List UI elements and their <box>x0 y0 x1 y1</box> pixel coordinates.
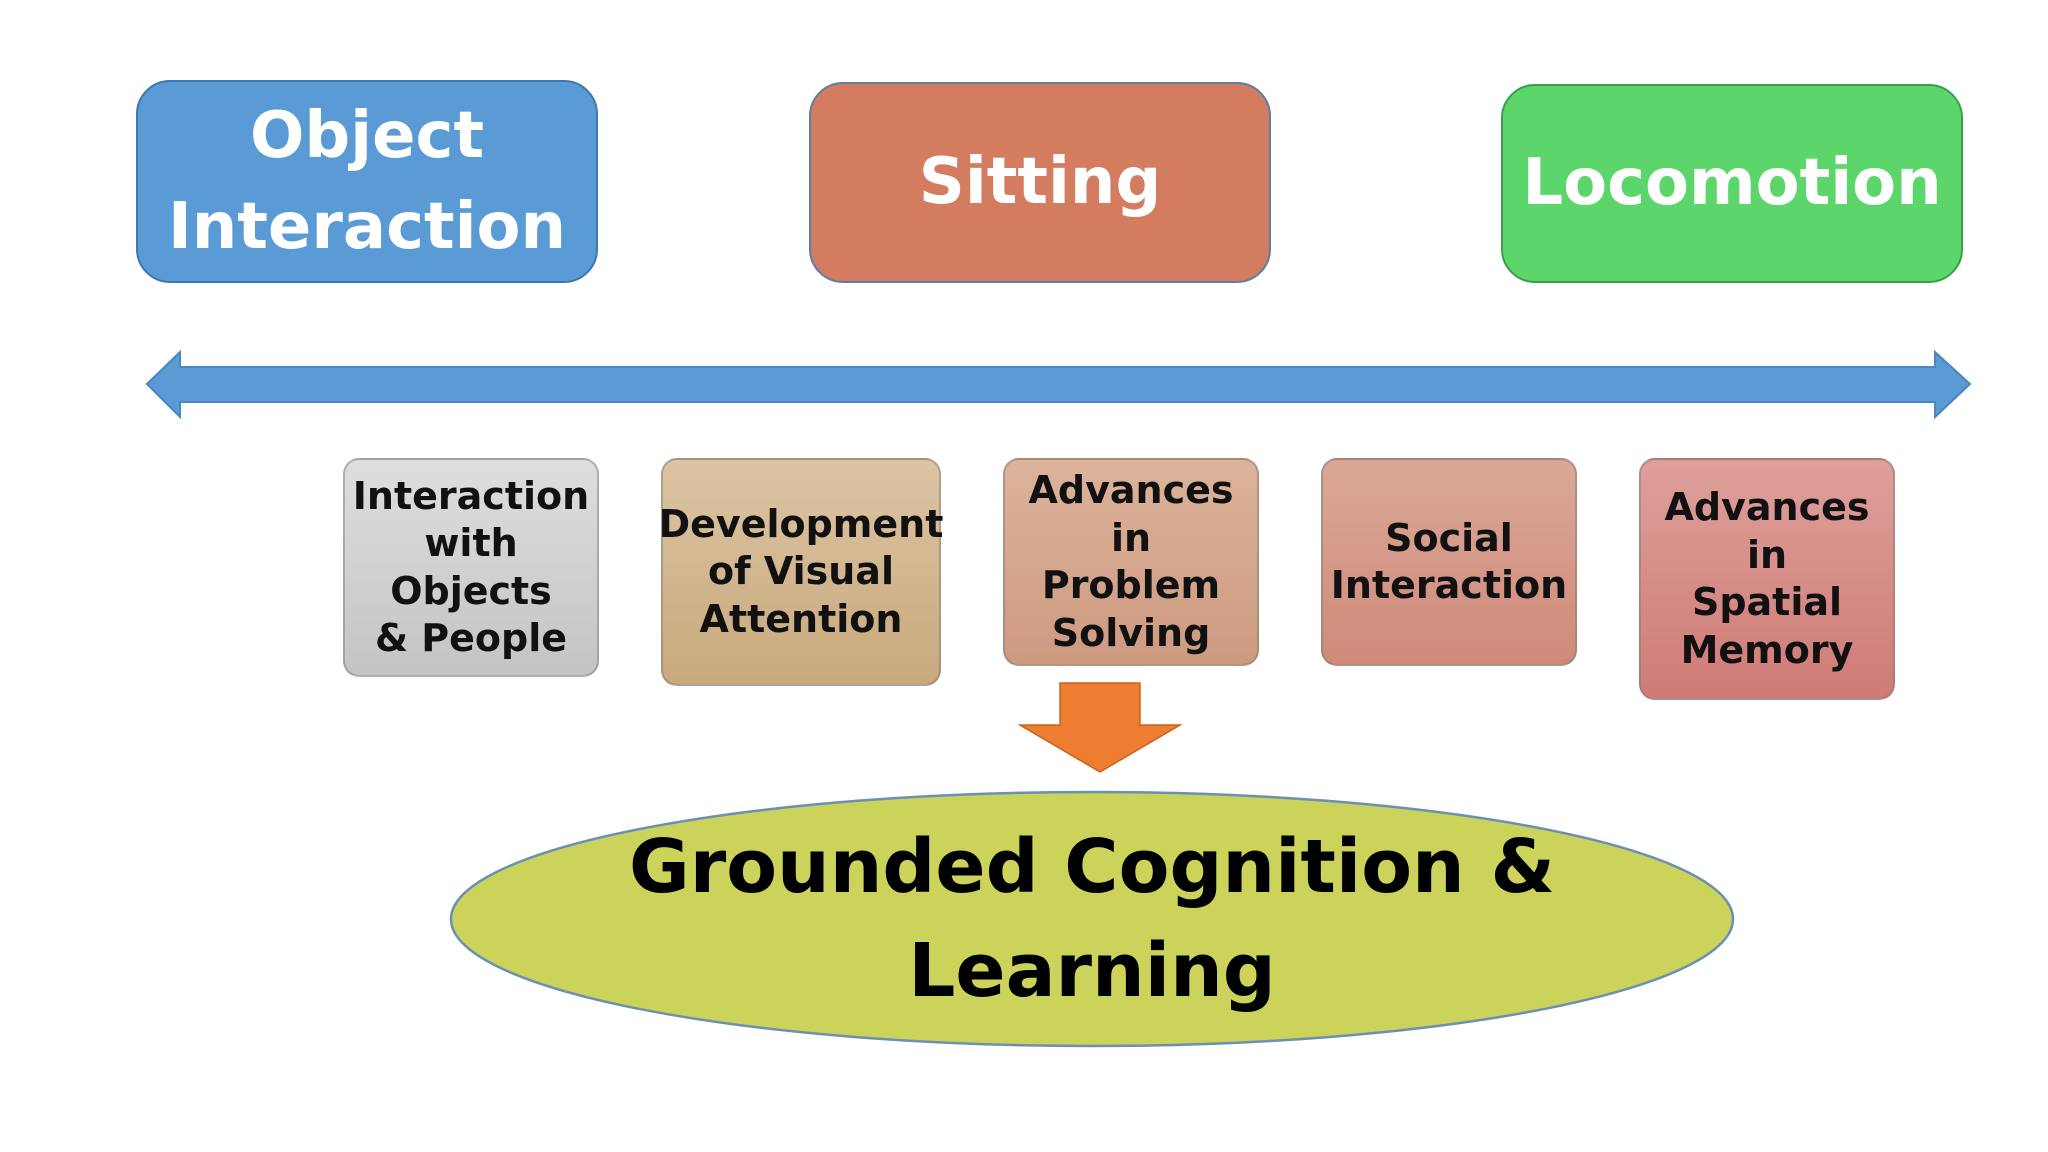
grounded-cognition-learning-label: Grounded Cognition & Learning <box>452 790 1732 1050</box>
double-arrow-shape <box>145 349 1972 420</box>
visual-attention-label: Development of Visual Attention <box>659 501 944 644</box>
problem-solving-box: Advances in Problem Solving <box>1003 458 1259 666</box>
down-arrow <box>1018 682 1182 773</box>
down-arrow-shape <box>1018 682 1182 773</box>
sub1-line3: & People <box>374 616 568 660</box>
sub2-line3: Attention <box>699 596 903 641</box>
sub2-line1: Development <box>658 501 944 546</box>
sitting-box: Sitting <box>809 82 1271 283</box>
interaction-objects-people-label: Interaction with Objects & People <box>345 473 597 663</box>
result-ellipse <box>449 790 1735 1048</box>
object-interaction-label-line1: Object <box>249 98 485 173</box>
object-interaction-label: Object Interaction <box>168 91 566 273</box>
sub5-line3: Memory <box>1680 627 1854 672</box>
result-line1: Grounded Cognition & <box>628 824 1556 911</box>
sub1-line1: Interaction <box>352 473 590 518</box>
sub5-line2: Spatial <box>1691 580 1843 624</box>
result-line2: Learning <box>908 928 1276 1014</box>
locomotion-box: Locomotion <box>1501 84 1963 283</box>
spatial-memory-label: Advances in Spatial Memory <box>1641 484 1893 674</box>
sub3-line2: Problem <box>1041 563 1221 607</box>
sub4-line1: Social <box>1385 515 1513 560</box>
interaction-objects-people-box: Interaction with Objects & People <box>343 458 599 677</box>
social-interaction-box: Social Interaction <box>1321 458 1577 666</box>
problem-solving-label: Advances in Problem Solving <box>1005 467 1257 657</box>
result-ellipse-shape <box>449 790 1735 1048</box>
sub5-line1: Advances in <box>1664 485 1870 577</box>
object-interaction-box: Object Interaction <box>136 80 598 283</box>
sub1-line2: with Objects <box>390 521 552 613</box>
sub3-line1: Advances in <box>1028 468 1234 560</box>
sitting-label: Sitting <box>918 145 1162 220</box>
spatial-memory-box: Advances in Spatial Memory <box>1639 458 1895 700</box>
locomotion-label: Locomotion <box>1522 146 1942 221</box>
object-interaction-label-line2: Interaction <box>167 189 567 264</box>
sub2-line2: of Visual <box>708 549 894 594</box>
sub4-line2: Interaction <box>1330 563 1568 607</box>
visual-attention-box: Development of Visual Attention <box>659 458 944 686</box>
social-interaction-label: Social Interaction <box>1331 515 1567 610</box>
sub3-line3: Solving <box>1051 610 1211 655</box>
